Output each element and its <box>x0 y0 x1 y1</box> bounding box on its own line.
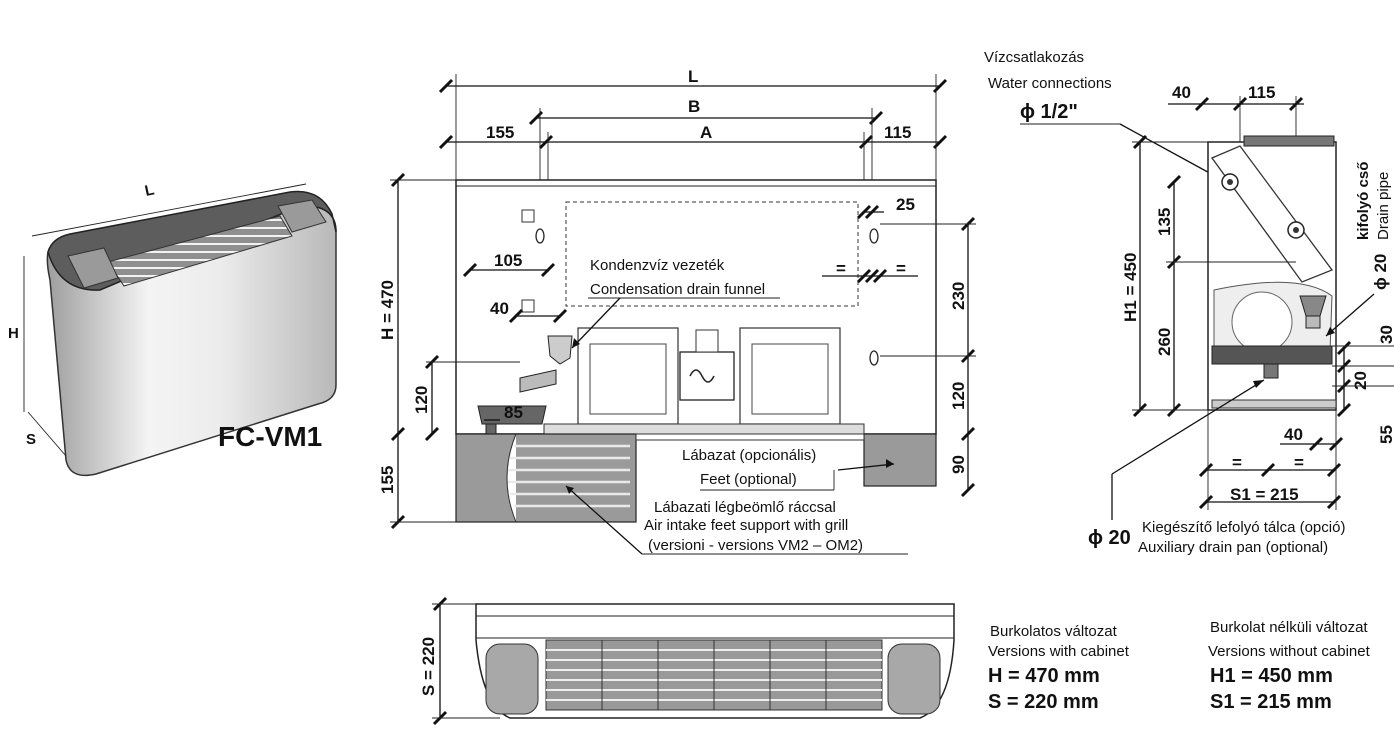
water-label-hu: Vízcsatlakozás <box>984 49 1084 66</box>
drain-size: ϕ 20 <box>1371 254 1390 290</box>
pan-label-hu: Kiegészítő lefolyó tálca (opció) <box>1142 519 1345 536</box>
feet-label-en: Feet (optional) <box>700 471 797 488</box>
spec-cabinet-hu: Burkolatos változat <box>990 623 1118 640</box>
side-dim-h1: H1 = 450 <box>1121 253 1140 322</box>
drain-label-hu: kifolyó cső <box>1355 162 1372 240</box>
top-dim-s: S = 220 <box>419 637 438 696</box>
front-dim-a: A <box>700 123 712 142</box>
fan-housing-left <box>577 327 679 425</box>
condensate-funnel <box>547 335 573 365</box>
top-panel-left <box>67 247 119 289</box>
front-dim-b: B <box>688 97 700 116</box>
spec-cabinet-en: Versions with cabinet <box>988 643 1130 660</box>
front-coil-area <box>565 201 859 307</box>
side-dim-40-bottom: 40 <box>1284 425 1303 444</box>
side-dim-135: 135 <box>1155 208 1174 236</box>
side-dim-115-top: 115 <box>1248 83 1275 102</box>
front-base-rail <box>543 423 865 435</box>
iso-label-l: L <box>143 181 156 200</box>
pan-size: ϕ 20 <box>1088 527 1131 549</box>
water-label-en: Water connections <box>988 75 1112 92</box>
side-top-grill <box>1243 135 1335 147</box>
front-dim-h: H = 470 <box>378 280 397 340</box>
fan-housing-right-inner <box>751 343 829 415</box>
spec-nocab-h1: H1 = 450 mm <box>1210 665 1333 687</box>
front-view: L B A 155 115 <box>378 67 976 555</box>
side-view: Vízcsatlakozás Water connections ϕ 1/2" … <box>984 49 1394 556</box>
front-dim-l: L <box>688 67 698 86</box>
spec-nocab-s1: S1 = 215 mm <box>1210 691 1332 713</box>
grill-label-en: Air intake feet support with grill <box>644 517 848 534</box>
front-dim-120-right: 120 <box>949 382 968 410</box>
front-dim-115-top: 115 <box>884 123 911 142</box>
side-eq-2: = <box>1294 453 1304 472</box>
feet-grill-support <box>455 433 637 523</box>
pan-label-en: Auxiliary drain pan (optional) <box>1138 539 1328 556</box>
fan-housing-left-inner <box>589 343 667 415</box>
model-name: FC-VM1 <box>218 421 322 452</box>
side-coil <box>1210 145 1334 283</box>
grill-label-versions: (versioni - versions VM2 – OM2) <box>648 537 863 554</box>
drain-label-en: Drain pipe <box>1375 172 1392 240</box>
iso-view: L H S FC-VM1 <box>8 181 337 477</box>
front-dim-155-top: 155 <box>486 123 514 142</box>
condensate-label-en: Condensation drain funnel <box>590 281 765 298</box>
top-view-panel-right <box>887 643 941 715</box>
spec-cabinet-s: S = 220 mm <box>988 691 1099 713</box>
feet-grill-slats <box>508 444 630 508</box>
spec-nocab-hu: Burkolat nélküli változat <box>1210 619 1368 636</box>
front-dim-25: 25 <box>896 195 915 214</box>
feet-label-hu: Lábazat (opcionális) <box>682 447 816 464</box>
front-dim-105: 105 <box>494 251 522 270</box>
iso-label-s: S <box>26 431 36 448</box>
iso-label-h: H <box>8 325 19 342</box>
top-view-panel-left <box>485 643 539 715</box>
front-eq-2: = <box>896 259 906 278</box>
specs: Burkolatos változat Versions with cabine… <box>988 619 1371 713</box>
condensate-label-hu: Kondenzvíz vezeték <box>590 257 725 274</box>
front-dim-230: 230 <box>949 282 968 310</box>
side-dim-20: 20 <box>1351 371 1370 390</box>
spec-nocab-en: Versions without cabinet <box>1208 643 1371 660</box>
spec-cabinet-h: H = 470 mm <box>988 665 1100 687</box>
front-dim-155-left: 155 <box>378 466 397 494</box>
side-dim-30: 30 <box>1377 325 1394 344</box>
grill-label-hu: Lábazati légbeömlő ráccsal <box>654 499 836 516</box>
side-dim-40-top: 40 <box>1172 83 1191 102</box>
side-eq-1: = <box>1232 453 1242 472</box>
side-dim-s1: S1 = 215 <box>1230 485 1299 504</box>
feet-right <box>863 433 937 487</box>
side-dim-55: 55 <box>1377 425 1394 444</box>
motor <box>679 351 735 401</box>
front-dim-90: 90 <box>949 455 968 474</box>
front-dim-120-left: 120 <box>412 386 431 414</box>
front-dim-40: 40 <box>490 299 509 318</box>
fan-housing-right <box>739 327 841 425</box>
side-dim-260: 260 <box>1155 328 1174 356</box>
top-grill <box>107 215 293 287</box>
front-dim-85: 85 <box>504 403 523 422</box>
top-view: S = 220 <box>419 596 955 726</box>
water-size: ϕ 1/2" <box>1020 101 1078 123</box>
top-panel-right <box>277 199 327 233</box>
front-eq-1: = <box>836 259 846 278</box>
side-drain-pan <box>1211 345 1333 365</box>
